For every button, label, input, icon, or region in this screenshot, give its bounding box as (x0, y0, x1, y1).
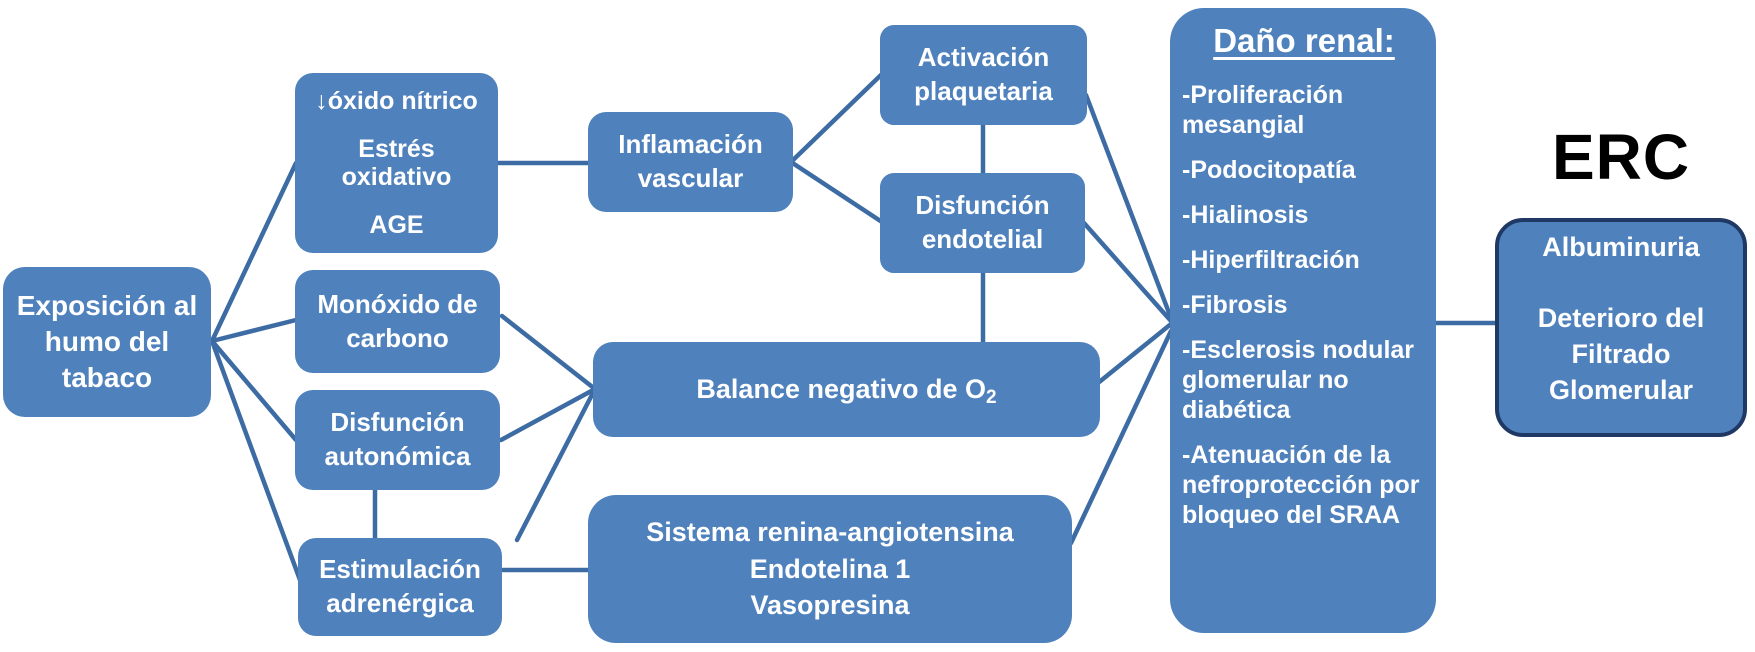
node-label: Disfunción autonómica (324, 407, 471, 471)
node-estimulacion-adrenergica: Estimulación adrenérgica (298, 538, 502, 636)
connector-endotelial-dano (1081, 220, 1174, 324)
node-dano-renal: Daño renal: -Proliferación mesangial -Po… (1170, 8, 1436, 633)
dano-renal-item: -Hiperfiltración (1182, 246, 1360, 274)
connector-exposicion-oxido (209, 160, 299, 344)
node-label: Estrés oxidativo (341, 135, 452, 191)
node-sistema-renina-angiotensina: Sistema renina-angiotensina Endotelina 1… (588, 495, 1072, 643)
o2-subscript: 2 (986, 386, 997, 408)
node-label: ↓óxido nítrico (315, 87, 478, 115)
node-monoxido-carbono: Monóxido de carbono (295, 270, 500, 373)
node-exposicion-humo-tabaco: Exposición al humo del tabaco (3, 267, 211, 417)
connector-exposicion-autonomica (209, 338, 299, 443)
connector-exposicion-monoxido (209, 317, 299, 344)
dano-renal-item: -Podocitopatía (1182, 156, 1356, 184)
connector-monoxido-balance (499, 313, 598, 392)
node-label: Inflamación vascular (618, 129, 763, 193)
connector-inflamacion-activacion (788, 71, 885, 165)
node-label: Balance negativo de O (696, 374, 986, 404)
connector-activacion-dano (1083, 92, 1174, 321)
node-label: Activación plaquetaria (914, 42, 1053, 106)
dano-renal-item: -Esclerosis nodular glomerular no diabét… (1182, 336, 1415, 424)
node-inflamacion-vascular: Inflamación vascular (588, 112, 793, 212)
node-label: Albuminuria Deterioro del Filtrado Glome… (1537, 232, 1705, 405)
node-label: Sistema renina-angiotensina Endotelina 1… (646, 517, 1014, 621)
connector-balance-dano (1095, 321, 1174, 386)
connector-adrenergica-balance (514, 386, 598, 543)
node-label: Estimulación adrenérgica (319, 554, 481, 618)
node-disfuncion-endotelial: Disfunción endotelial (880, 173, 1085, 273)
connector-exposicion-adrenergica (209, 338, 303, 583)
dano-renal-item: -Hialinosis (1182, 201, 1309, 229)
node-label: Monóxido de carbono (317, 288, 478, 353)
node-label: Disfunción endotelial (915, 190, 1050, 254)
node-erc-albuminuria-filtrado: Albuminuria Deterioro del Filtrado Glome… (1495, 218, 1747, 437)
node-activacion-plaquetaria: Activación plaquetaria (880, 25, 1087, 125)
dano-renal-item: -Fibrosis (1182, 291, 1288, 319)
node-label: AGE (369, 211, 424, 239)
connector-autonomica-balance (498, 386, 598, 443)
node-label: Exposición al humo del tabaco (16, 290, 198, 393)
erc-heading: ERC (1551, 121, 1691, 193)
node-disfuncion-autonomica: Disfunción autonómica (295, 390, 500, 490)
dano-renal-title: Daño renal: (1213, 22, 1395, 59)
dano-renal-item: -Proliferación mesangial (1182, 81, 1344, 139)
connector-sistema-dano (1068, 328, 1174, 546)
dano-renal-item: -Atenuación de la nefroprotección por bl… (1182, 441, 1420, 529)
connector-inflamacion-endotelial (788, 159, 885, 225)
node-oxido-nitrico-estres-age: ↓óxido nítrico Estrés oxidativo AGE (295, 73, 498, 253)
